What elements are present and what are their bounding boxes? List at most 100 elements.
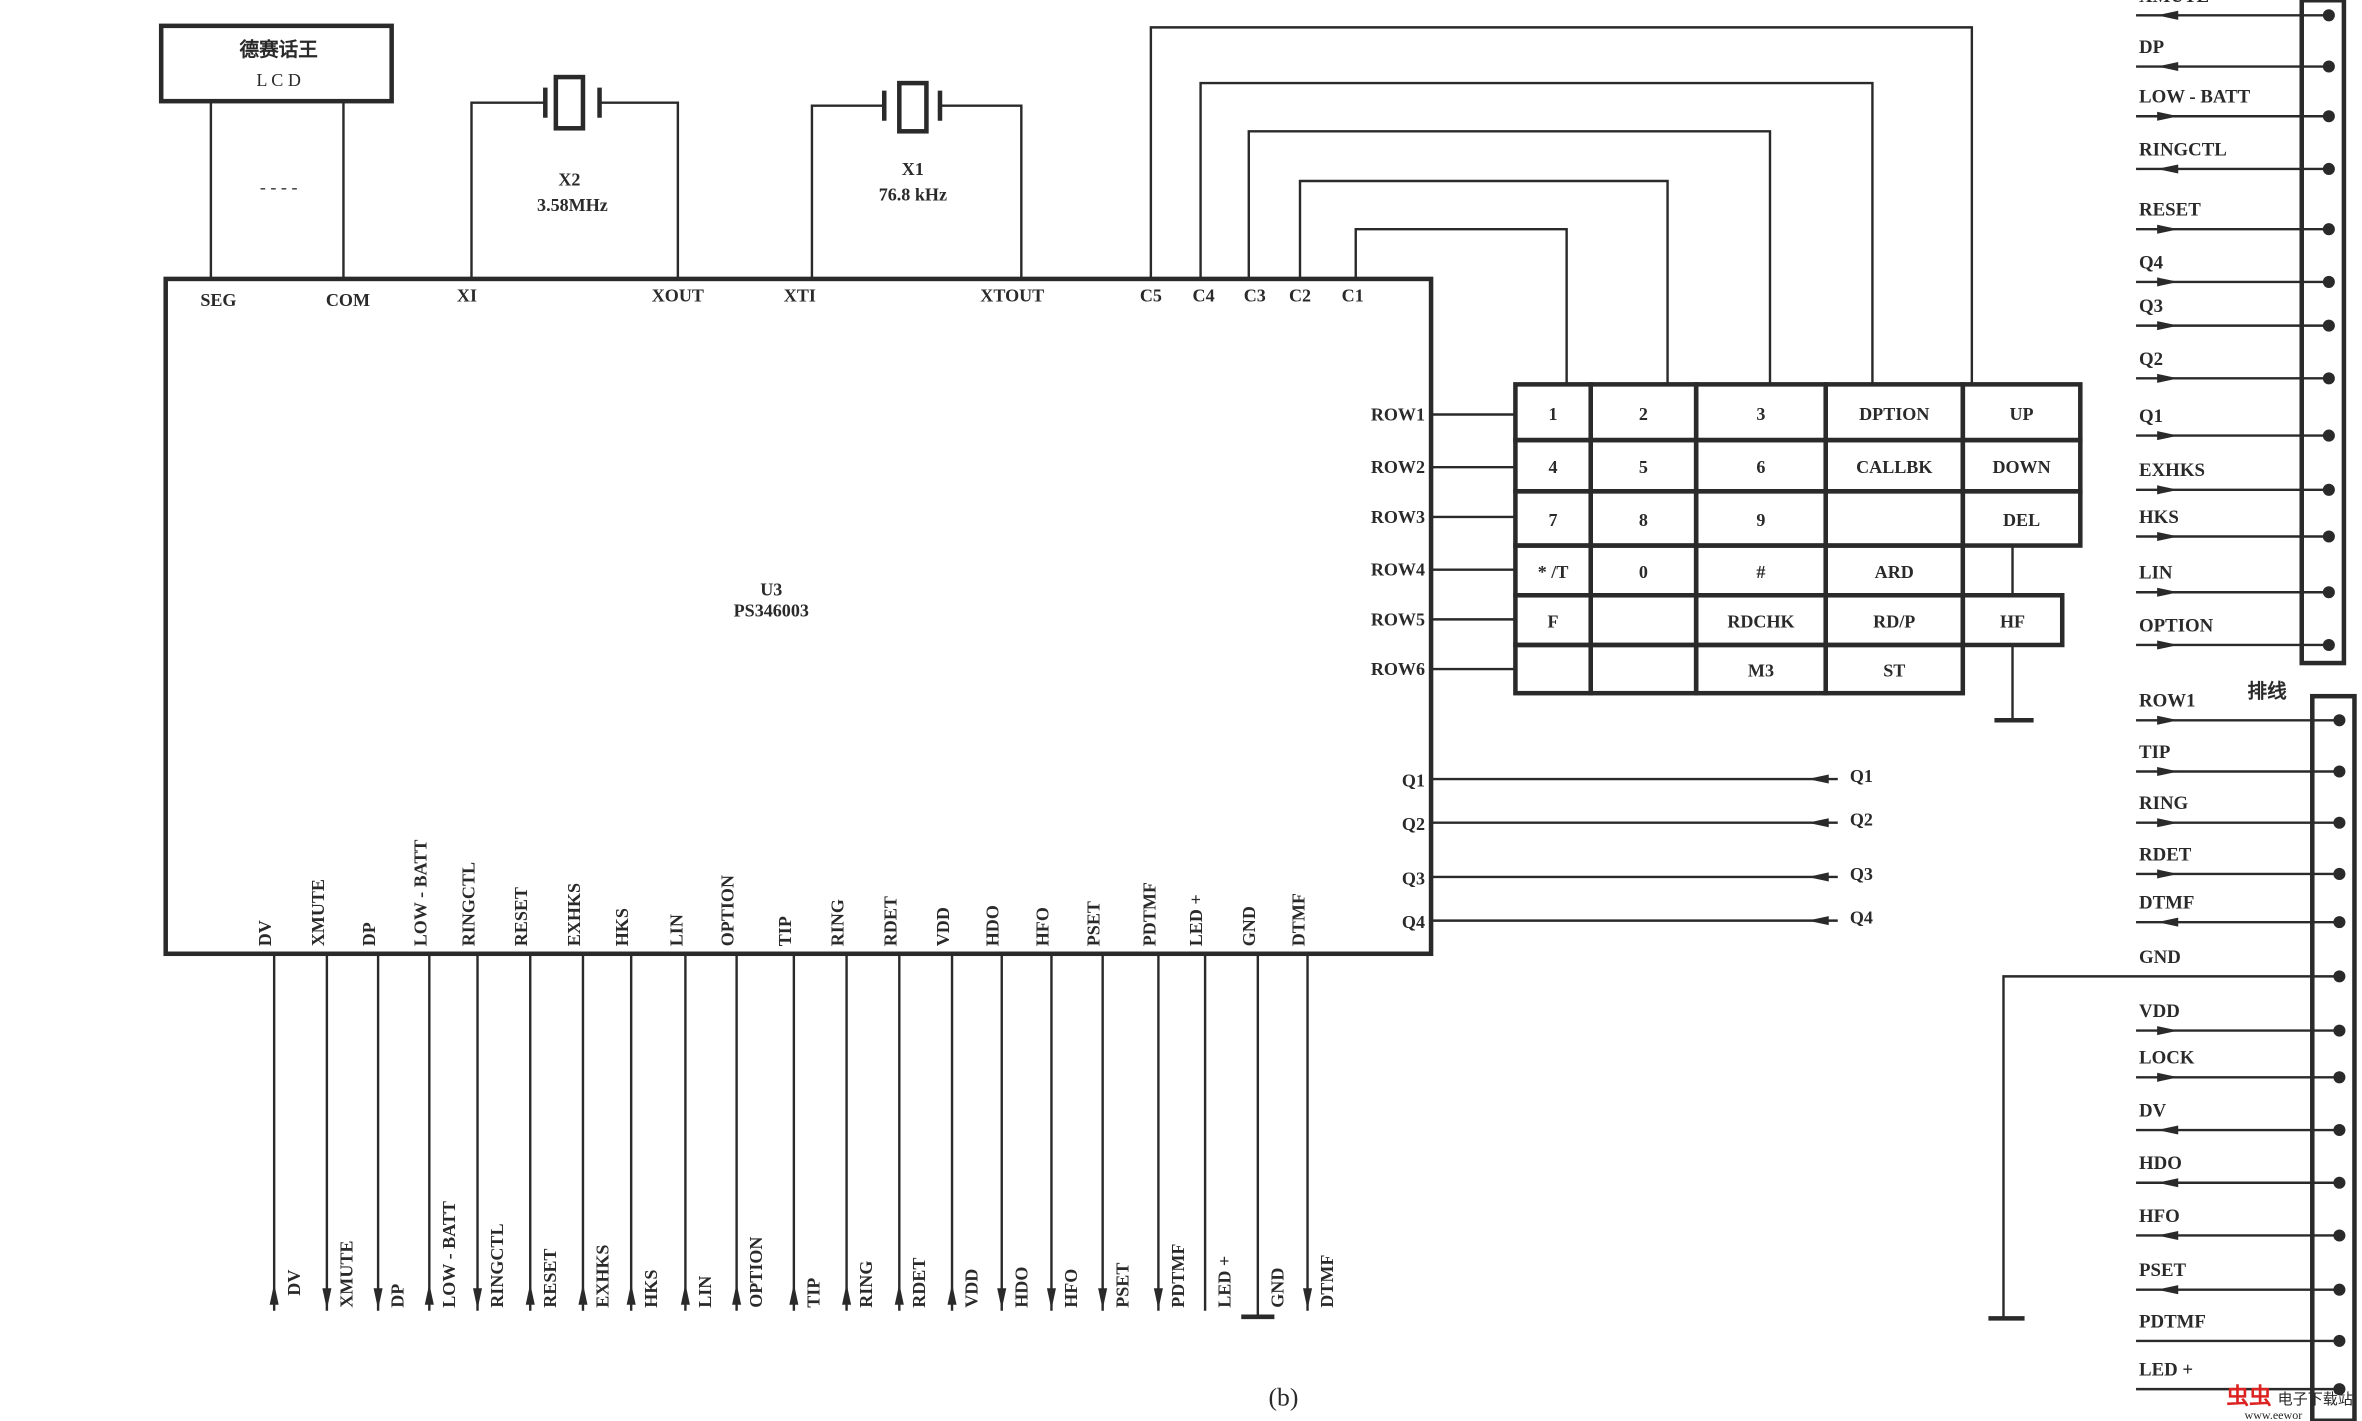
connector-pin-label: EXHKS <box>2139 460 2205 481</box>
gnd-wire <box>2002 975 2340 1319</box>
pin-label-outer: DTMF <box>1317 1255 1337 1308</box>
pin-label-outer: DP <box>388 1284 408 1308</box>
pin-label-inner: RING <box>828 899 848 946</box>
connector-pin-dot <box>2322 60 2335 73</box>
crystal-x2-freq: 3.58MHz <box>537 195 608 215</box>
arrow-icon <box>626 1283 636 1305</box>
connector-pin-label: DP <box>2139 37 2164 58</box>
arrow-icon <box>1303 1288 1313 1310</box>
connector-pin-label: TIP <box>2139 742 2170 763</box>
watermark-text: 电子下载站 <box>2278 1391 2353 1408</box>
connector-pin-label: HFO <box>2139 1206 2180 1227</box>
q-output-label: Q2 <box>1850 810 1873 830</box>
chip-ref: U3 <box>760 579 782 599</box>
pin-label-inner: TIP <box>775 916 795 946</box>
connector-pin-label: GND <box>2139 947 2181 968</box>
arrow-icon <box>2157 1178 2179 1188</box>
connector2-title: 排线 <box>2248 680 2288 703</box>
crystal-x1-freq: 76.8 kHz <box>879 185 947 205</box>
connector-pin-label: PDTMF <box>2139 1311 2206 1332</box>
arrow-icon <box>473 1288 483 1310</box>
pin-label-q2: Q2 <box>1402 814 1425 834</box>
key-label: 7 <box>1549 510 1558 530</box>
key-label: DEL <box>2003 510 2040 530</box>
pin-label-outer: RINGCTL <box>487 1223 507 1307</box>
key-label: # <box>1756 562 1765 582</box>
q-output-label: Q1 <box>1850 766 1873 786</box>
arrow-icon <box>1153 1288 1163 1310</box>
pin-label-xtout: XTOUT <box>980 286 1044 306</box>
connector-pin-label: LIN <box>2139 563 2173 584</box>
key-label: 2 <box>1639 404 1648 424</box>
key-blank[interactable] <box>1513 642 1593 696</box>
key-label: RD/P <box>1873 612 1915 632</box>
arrow-icon <box>2157 640 2179 650</box>
connector-pin-label: LED + <box>2139 1360 2193 1381</box>
connector-pin-label: HDO <box>2139 1153 2182 1174</box>
key-label: 8 <box>1639 510 1648 530</box>
connector-pin-label: LOW - BATT <box>2139 87 2251 108</box>
connector-pin-dot <box>2322 9 2335 22</box>
arrow-icon <box>842 1283 852 1305</box>
pin-label-seg: SEG <box>200 290 236 310</box>
key-label: DPTION <box>1859 404 1929 424</box>
connector-pin-dot <box>2322 483 2335 496</box>
key-label: 9 <box>1756 510 1765 530</box>
connector-pin-label: HKS <box>2139 507 2179 528</box>
lcd-subtitle: L C D <box>256 70 301 90</box>
key-blank[interactable] <box>1588 593 1699 648</box>
connector-pin-label: DV <box>2139 1100 2167 1121</box>
pin-label-outer: DV <box>284 1270 304 1296</box>
pin-label-row5: ROW5 <box>1371 609 1425 629</box>
arrow-icon <box>894 1283 904 1305</box>
pin-label-outer: HFO <box>1061 1269 1081 1308</box>
pin-label-outer: OPTION <box>746 1237 766 1308</box>
key-st[interactable] <box>1823 642 1966 696</box>
pin-label-outer: RDET <box>909 1258 929 1308</box>
key-del[interactable] <box>1960 489 2083 548</box>
arrow-icon <box>2157 1230 2179 1240</box>
arrow-icon <box>2157 1072 2179 1082</box>
pin-label-row2: ROW2 <box>1371 457 1425 477</box>
connector-pin-dot <box>2322 429 2335 442</box>
pin-label-outer: LOW - BATT <box>439 1201 459 1308</box>
column-wire-c4 <box>1199 81 1874 385</box>
key-label: 5 <box>1639 457 1648 477</box>
pin-label-xout: XOUT <box>652 286 704 306</box>
key-blank[interactable] <box>1823 489 1966 548</box>
connector-pin-label: Q4 <box>2139 252 2164 273</box>
arrow-icon <box>2157 531 2179 542</box>
key-label: HF <box>2000 612 2025 632</box>
arrow-icon <box>322 1288 332 1310</box>
connector-pin-dot <box>2322 319 2335 332</box>
arrow-icon <box>997 1288 1007 1310</box>
pin-label-inner: GND <box>1239 906 1259 946</box>
pin-label-outer: LIN <box>695 1276 715 1308</box>
pin-label-inner: DV <box>255 920 275 946</box>
crystal-x1: X1 76.8 kHz <box>810 80 1023 279</box>
key-label: CALLBK <box>1856 457 1932 477</box>
connector-pin-dot <box>2322 223 2335 236</box>
key-label: M3 <box>1748 661 1774 681</box>
pin-label-inner: OPTION <box>718 875 738 946</box>
connector-pin-label: DTMF <box>2139 893 2194 914</box>
arrow-icon <box>732 1283 742 1305</box>
watermark-brand: 虫虫 <box>2226 1384 2272 1409</box>
arrow-icon <box>789 1283 799 1305</box>
pin-label-inner: VDD <box>933 907 953 946</box>
crystal-x2: X2 3.58MHz <box>470 74 680 279</box>
key-blank[interactable] <box>1588 642 1699 696</box>
key-label: 6 <box>1756 457 1765 477</box>
pin-label-inner: RINGCTL <box>459 862 479 946</box>
arrow-icon <box>578 1283 588 1305</box>
key-label: ARD <box>1875 562 1914 582</box>
arrow-icon <box>2157 818 2179 828</box>
pin-label-xi: XI <box>457 286 477 306</box>
arrow-icon <box>2157 766 2179 777</box>
watermark-url: www.eewor <box>2245 1408 2303 1421</box>
pin-label-outer: PDTMF <box>1168 1244 1188 1308</box>
key-label: UP <box>2010 404 2034 424</box>
pin-label-inner: LIN <box>666 914 686 946</box>
pin-label-inner: DTMF <box>1289 893 1309 946</box>
